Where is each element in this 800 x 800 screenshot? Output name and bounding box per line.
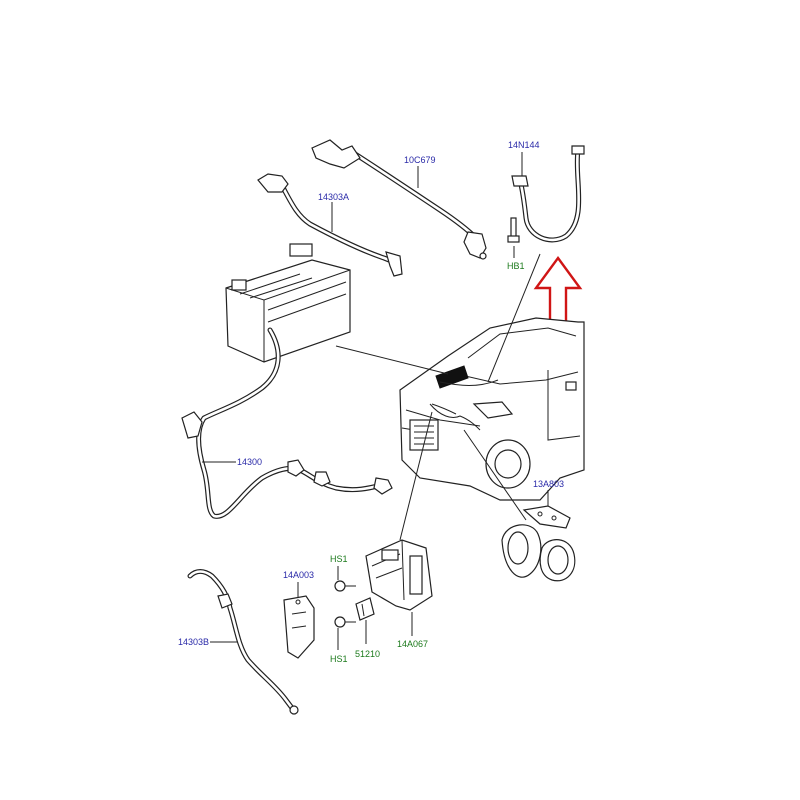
cable-14N144 bbox=[511, 145, 585, 243]
cable-10C679 bbox=[311, 139, 487, 260]
label-14303A: 14303A bbox=[318, 192, 349, 202]
cable-14303A bbox=[257, 173, 403, 277]
cable-14300 bbox=[181, 327, 393, 519]
bracket-14A003 bbox=[283, 595, 315, 659]
leader-fusebox-to-vehicle bbox=[399, 411, 433, 541]
screw-HS1-top bbox=[334, 580, 356, 592]
label-51210: 51210 bbox=[355, 649, 380, 659]
leader-battery-to-vehicle bbox=[335, 345, 449, 375]
label-13A803: 13A803 bbox=[533, 479, 564, 489]
horn-13A803 bbox=[501, 505, 576, 582]
leader-cable-to-vehicle bbox=[487, 253, 541, 383]
label-14300: 14300 bbox=[237, 457, 262, 467]
screw-HS1-bottom bbox=[334, 616, 356, 628]
label-HS1-top: HS1 bbox=[330, 554, 348, 564]
label-14A067: 14A067 bbox=[397, 639, 428, 649]
label-HB1: HB1 bbox=[507, 261, 525, 271]
label-10C679: 10C679 bbox=[404, 155, 436, 165]
label-14A003: 14A003 bbox=[283, 570, 314, 580]
vehicle bbox=[399, 317, 585, 501]
label-14N144: 14N144 bbox=[508, 140, 540, 150]
battery bbox=[225, 243, 351, 363]
leader-horn-to-vehicle bbox=[463, 429, 527, 521]
label-HS1-bottom: HS1 bbox=[330, 654, 348, 664]
cable-14303B bbox=[187, 569, 299, 715]
link-51210 bbox=[355, 597, 375, 621]
label-14303B: 14303B bbox=[178, 637, 209, 647]
bolt-HB1 bbox=[507, 217, 520, 243]
fusebox-14A067 bbox=[365, 539, 433, 611]
